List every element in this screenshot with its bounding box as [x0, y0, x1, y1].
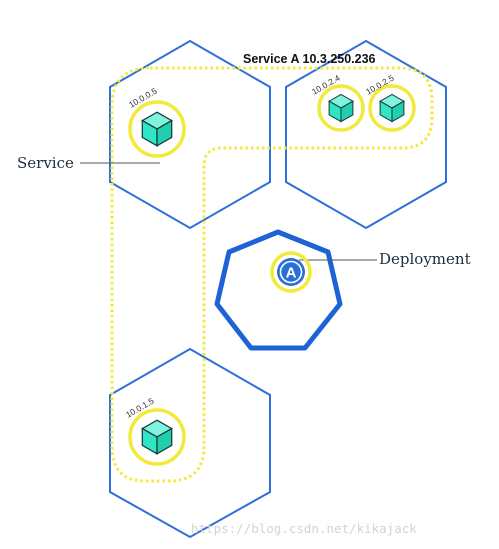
deployment-ring [270, 251, 312, 293]
cube-icon [141, 111, 173, 147]
deployment-badge: A [270, 251, 312, 293]
pod-ring [128, 100, 186, 158]
pod-ring [128, 408, 186, 466]
node-hexagon-bottom [109, 347, 271, 539]
pod-ring [368, 84, 416, 132]
watermark: https://blog.csdn.net/kikajack [191, 521, 417, 536]
cube-icon [379, 93, 405, 123]
node-hexagon-top-right [285, 39, 447, 230]
service-label: Service [17, 154, 74, 172]
deployment-heptagon [214, 229, 343, 351]
node-hexagon-top-left [109, 39, 271, 230]
pod-10-0-2-5: 10.0.2.5 [364, 73, 416, 132]
deployment-icon-inner-ring [279, 260, 303, 284]
service-title: Service A 10.3.250.236 [243, 52, 376, 66]
pod-10-0-0-5: 10.0.0.5 [127, 86, 186, 158]
pod-10-0-1-5: 10.0.1.5 [124, 396, 186, 466]
deployment-label: Deployment [379, 250, 471, 268]
deployment-symbol: A [286, 265, 297, 282]
pod-10-0-2-4: 10.0.2.4 [310, 73, 365, 132]
cube-icon [141, 419, 173, 455]
pod-ring [317, 84, 365, 132]
cube-icon [328, 93, 354, 123]
